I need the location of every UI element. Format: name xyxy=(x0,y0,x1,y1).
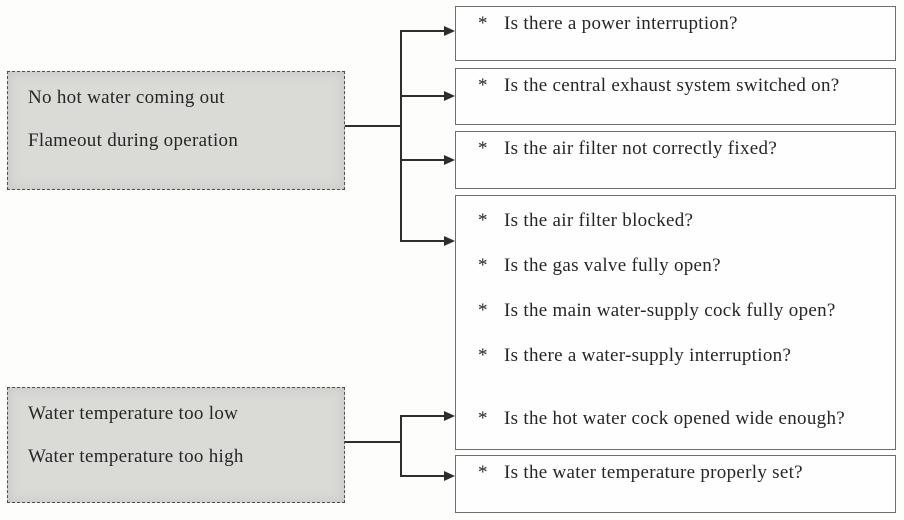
asterisk-bullet: * xyxy=(478,345,488,366)
arrowhead-icon xyxy=(444,471,455,481)
asterisk-bullet: * xyxy=(478,408,488,429)
checklist-item-text: Is the water temperature properly set? xyxy=(504,462,803,483)
checklist-item-text: Is there a water-supply interruption? xyxy=(504,345,792,366)
asterisk-bullet: * xyxy=(478,75,488,96)
arrowhead-icon xyxy=(444,411,455,421)
checklist-item: * Is the air filter blocked? xyxy=(478,209,889,232)
checklist-item-text: Is the hot water cock opened wide enough… xyxy=(504,408,845,429)
symptom-text: Water temperature too high xyxy=(28,446,244,467)
check-box-temperature-setting: * Is the water temperature properly set? xyxy=(455,455,896,513)
check-box-power-interruption: * Is there a power interruption? xyxy=(455,6,896,61)
connector-branch-6 xyxy=(400,475,445,477)
asterisk-bullet: * xyxy=(478,462,488,483)
checklist-item: * Is the air filter not correctly fixed? xyxy=(478,137,889,160)
connector-branch-2 xyxy=(400,95,445,97)
connector-branch-1 xyxy=(400,30,445,32)
connector-feed-line-1 xyxy=(345,125,401,127)
arrowhead-icon xyxy=(444,236,455,246)
checklist-item: * Is there a water-supply interruption? xyxy=(478,344,889,367)
checklist-item-text: Is the air filter blocked? xyxy=(504,210,694,231)
connector-branch-4 xyxy=(400,240,445,242)
arrowhead-icon xyxy=(444,91,455,101)
connector-trunk-1 xyxy=(400,30,402,242)
connector-feed-line-2 xyxy=(345,441,402,443)
symptom-text: Flameout during operation xyxy=(28,130,239,151)
symptom-box-no-hot-water: No hot water coming out Flameout during … xyxy=(7,71,345,190)
symptom-box-water-temperature: Water temperature too low Water temperat… xyxy=(7,387,345,503)
connector-branch-3 xyxy=(400,159,445,161)
checklist-item-text: Is the main water-supply cock fully open… xyxy=(504,300,836,321)
checklist-item: * Is the hot water cock opened wide enou… xyxy=(478,407,889,430)
asterisk-bullet: * xyxy=(478,13,488,34)
checklist-item: * Is the gas valve fully open? xyxy=(478,254,889,277)
connector-branch-5 xyxy=(400,415,445,417)
checklist-item: * Is the central exhaust system switched… xyxy=(478,74,889,97)
checklist-item-text: Is the air filter not correctly fixed? xyxy=(504,138,778,159)
symptom-text: Water temperature too low xyxy=(28,403,239,424)
symptom-text: No hot water coming out xyxy=(28,87,225,108)
asterisk-bullet: * xyxy=(478,300,488,321)
asterisk-bullet: * xyxy=(478,255,488,276)
checklist-item: * Is the water temperature properly set? xyxy=(478,461,889,484)
check-box-multi-item: * Is the air filter blocked? * Is the ga… xyxy=(455,195,896,450)
checklist-item: * Is there a power interruption? xyxy=(478,12,889,35)
checklist-item-text: Is the central exhaust system switched o… xyxy=(504,75,840,96)
check-box-air-filter-fixed: * Is the air filter not correctly fixed? xyxy=(455,131,896,189)
checklist-item: * Is the main water-supply cock fully op… xyxy=(478,299,889,322)
checklist-item-text: Is the gas valve fully open? xyxy=(504,255,721,276)
asterisk-bullet: * xyxy=(478,138,488,159)
arrowhead-icon xyxy=(444,26,455,36)
arrowhead-icon xyxy=(444,155,455,165)
checklist-item-text: Is there a power interruption? xyxy=(504,13,738,34)
connector-trunk-2 xyxy=(400,415,402,477)
asterisk-bullet: * xyxy=(478,210,488,231)
check-box-central-exhaust: * Is the central exhaust system switched… xyxy=(455,68,896,125)
